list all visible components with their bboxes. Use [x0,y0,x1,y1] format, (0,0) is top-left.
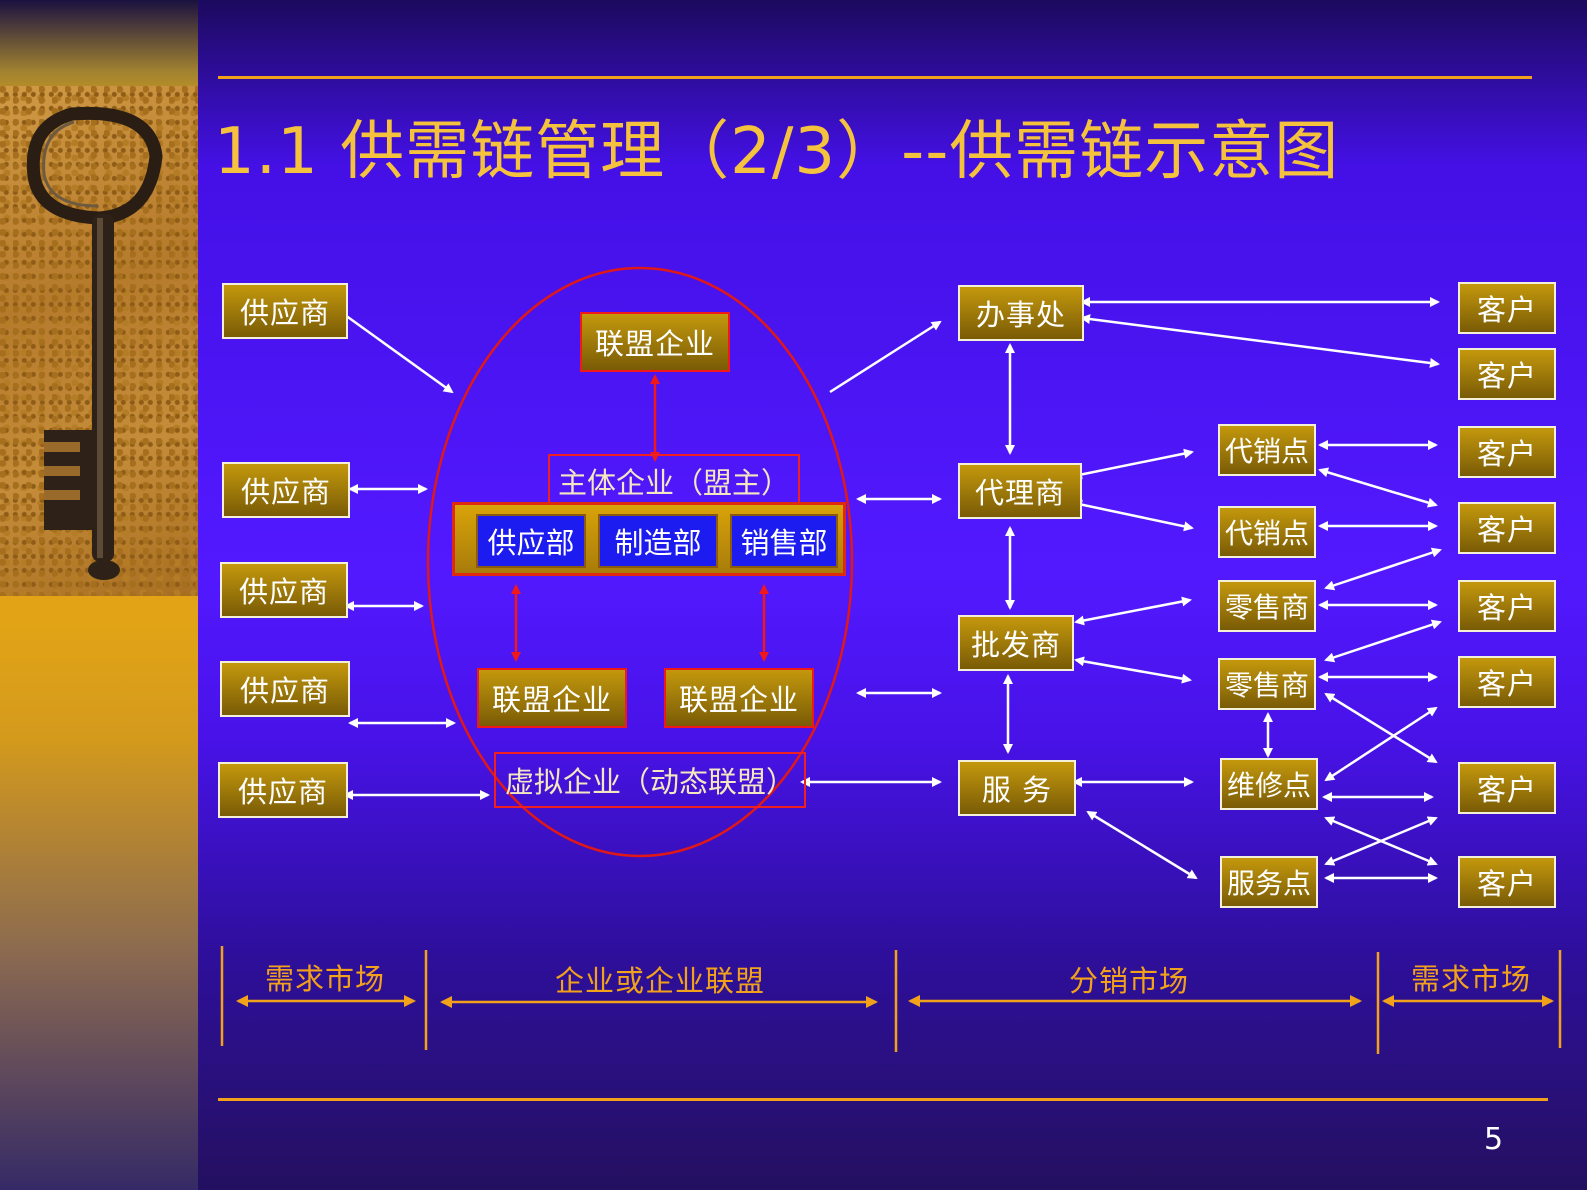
market-label-enterprise: 企业或企业联盟 [554,964,765,998]
page-title: 1.1 供需链管理（2/3）--供需链示意图 [214,115,1340,189]
customer-box-3: 客户 [1458,426,1556,478]
customer-box-7: 客户 [1458,762,1556,814]
sidebar-strip [0,0,198,1190]
dept-supply: 供应部 [476,514,586,568]
alliance-box-right: 联盟企业 [664,668,814,728]
service-box: 服 务 [958,760,1076,816]
page-number: 5 [1484,1122,1504,1157]
retailer-2: 零售商 [1218,658,1316,710]
market-label-demand-left: 需求市场 [264,962,385,996]
retailer-1: 零售商 [1218,580,1316,632]
customer-box-2: 客户 [1458,348,1556,400]
supplier-box-1: 供应商 [222,283,348,339]
key-icon [26,106,163,580]
supplier-box-2: 供应商 [222,462,350,518]
enterprise-ellipse [426,266,854,858]
key-photo [0,86,198,596]
top-divider [218,76,1532,79]
wholesaler-box: 批发商 [958,615,1074,671]
consignment-point-2: 代销点 [1218,506,1316,558]
agent-box: 代理商 [958,463,1082,519]
core-enterprise-box: 主体企业（盟主） [548,454,800,508]
office-box: 办事处 [958,285,1084,341]
dept-manufacturing: 制造部 [598,514,718,568]
customer-box-1: 客户 [1458,282,1556,334]
customer-box-5: 客户 [1458,580,1556,632]
service-point: 服务点 [1220,856,1318,908]
dept-sales: 销售部 [730,514,838,568]
supplier-box-4: 供应商 [220,661,350,717]
customer-box-6: 客户 [1458,656,1556,708]
market-label-demand-right: 需求市场 [1410,962,1531,996]
customer-box-4: 客户 [1458,502,1556,554]
alliance-box-top: 联盟企业 [580,312,730,372]
customer-box-8: 客户 [1458,856,1556,908]
consignment-point-1: 代销点 [1218,424,1316,476]
supplier-box-5: 供应商 [218,762,348,818]
bottom-divider [218,1098,1548,1101]
virtual-enterprise-box: 虚拟企业（动态联盟） [494,752,806,808]
repair-point: 维修点 [1220,758,1318,810]
alliance-box-left: 联盟企业 [477,668,627,728]
market-label-distribution: 分销市场 [1068,964,1189,998]
supplier-box-3: 供应商 [220,562,348,618]
